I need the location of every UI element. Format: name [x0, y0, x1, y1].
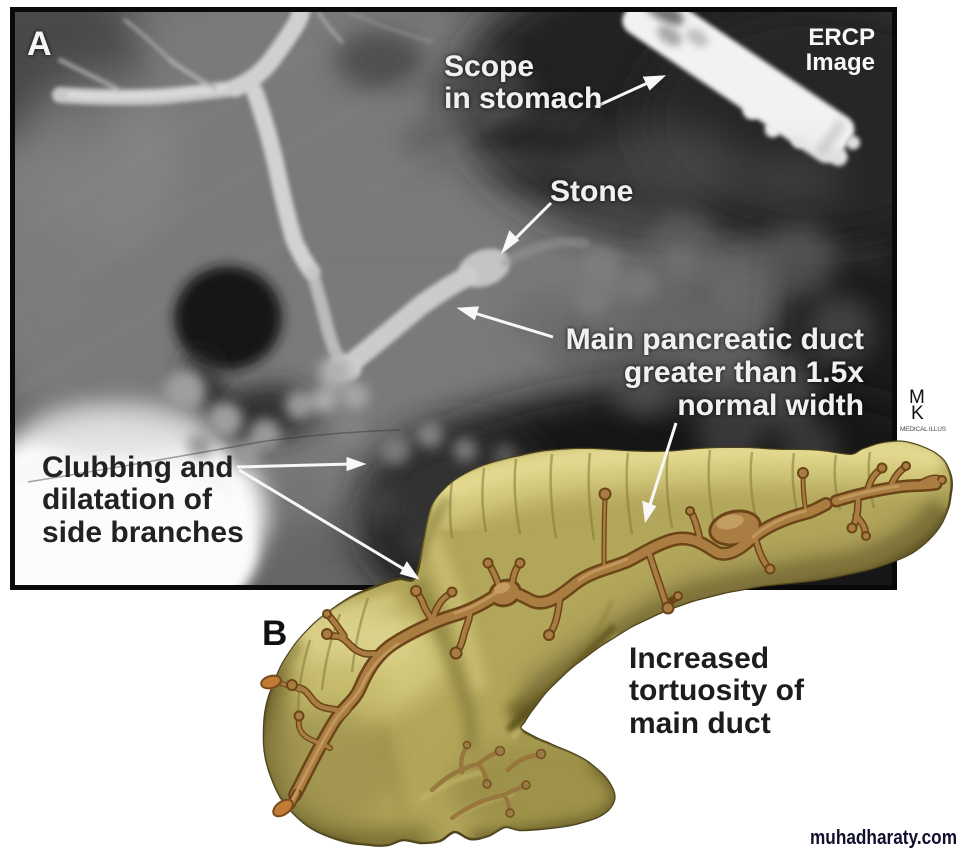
svg-text:Scope: Scope [444, 50, 534, 83]
svg-text:in stomach: in stomach [444, 82, 602, 115]
svg-text:tortuosity of: tortuosity of [629, 674, 805, 707]
svg-text:normal width: normal width [677, 389, 864, 422]
svg-text:Stone: Stone [550, 175, 633, 208]
svg-text:main duct: main duct [629, 707, 771, 740]
svg-text:A: A [27, 25, 52, 63]
svg-text:side branches: side branches [42, 516, 244, 549]
svg-text:dilatation of: dilatation of [42, 483, 213, 516]
svg-text:greater than 1.5x: greater than 1.5x [624, 356, 864, 389]
svg-text:ERCP: ERCP [808, 24, 875, 51]
svg-text:Clubbing and: Clubbing and [42, 451, 234, 484]
svg-text:Image: Image [806, 49, 875, 76]
svg-text:muhadharaty.com: muhadharaty.com [810, 827, 957, 849]
svg-text:Main pancreatic duct: Main pancreatic duct [566, 323, 864, 356]
svg-text:M: M [909, 387, 925, 408]
svg-text:B: B [262, 614, 287, 653]
svg-text:K: K [911, 403, 924, 424]
svg-text:Increased: Increased [629, 642, 769, 675]
svg-text:MEDICAL ILLUS: MEDICAL ILLUS [900, 426, 947, 433]
